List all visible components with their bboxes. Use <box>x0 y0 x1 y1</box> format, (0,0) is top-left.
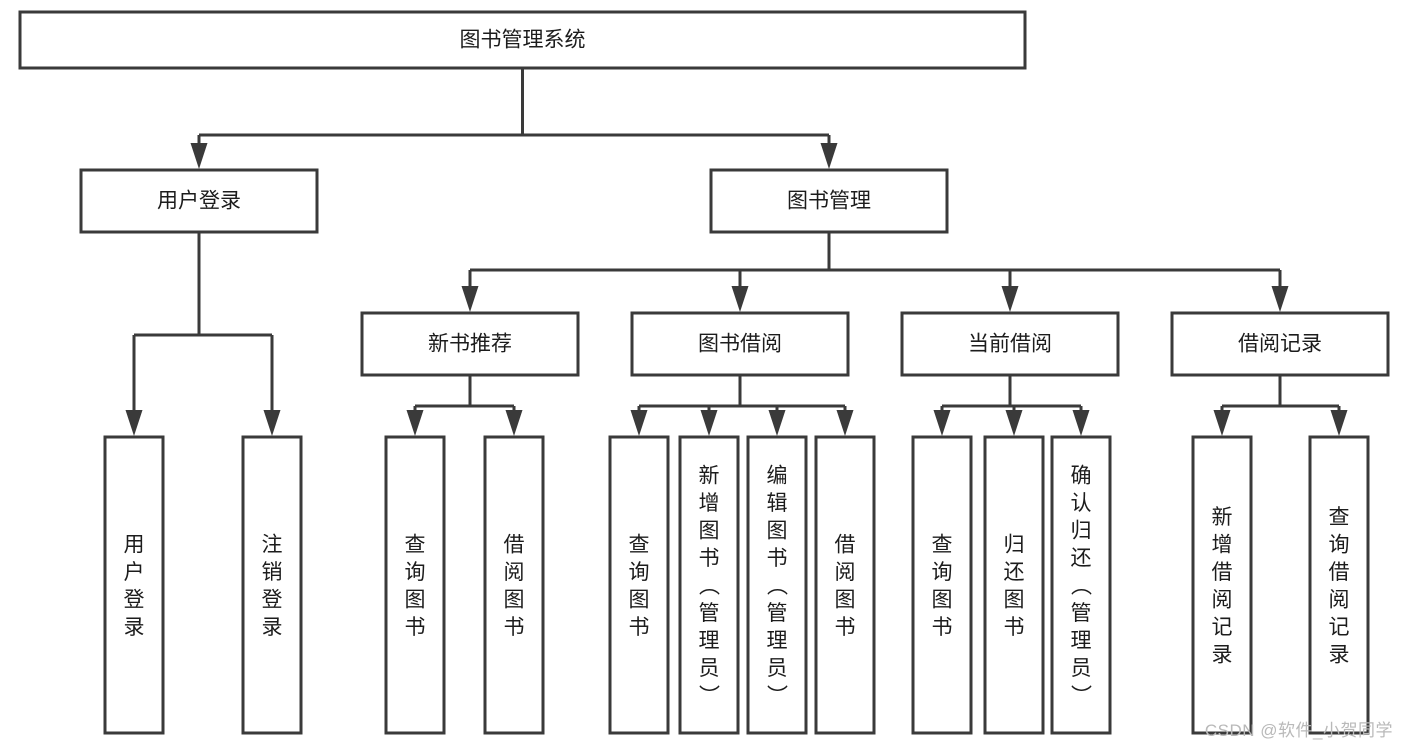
node-leaf-query-record[interactable]: 查询借阅记录 <box>1308 435 1370 735</box>
arrow-head-leaf-borrow-book-2 <box>836 410 854 436</box>
arrow-head-leaf-edit-book <box>768 410 786 436</box>
arrow-head-borrow-record <box>1271 286 1289 312</box>
node-label-leaf-borrow-book-1: 借阅图书 <box>504 533 525 639</box>
arrow-head-leaf-query-book-1 <box>406 410 424 436</box>
nodes-layer: 图书管理系统用户登录图书管理新书推荐图书借阅当前借阅借阅记录用户登录注销登录查询… <box>18 10 1390 735</box>
edge-group-current-borrow <box>933 375 1090 436</box>
node-label-leaf-user-login: 用户登录 <box>124 533 145 639</box>
node-box-root[interactable] <box>18 10 1027 70</box>
node-box-leaf-add-book[interactable] <box>678 435 740 735</box>
node-leaf-edit-book[interactable]: 编辑图书（管理员） <box>746 435 808 735</box>
node-label-leaf-query-book-2: 查询图书 <box>629 533 650 639</box>
arrow-head-leaf-add-book <box>700 410 718 436</box>
arrow-head-current-borrow <box>1001 286 1019 312</box>
node-leaf-user-logout[interactable]: 注销登录 <box>241 435 303 735</box>
arrow-head-leaf-query-book-3 <box>933 410 951 436</box>
node-box-leaf-query-book-3[interactable] <box>911 435 973 735</box>
edge-group-root <box>190 68 838 169</box>
node-box-leaf-user-logout[interactable] <box>241 435 303 735</box>
node-label-root: 图书管理系统 <box>460 29 586 52</box>
arrow-head-book-manage <box>820 143 838 169</box>
node-user-login[interactable]: 用户登录 <box>79 168 319 234</box>
node-label-book-manage: 图书管理 <box>787 190 871 213</box>
node-leaf-borrow-book-2[interactable]: 借阅图书 <box>814 435 876 735</box>
node-box-borrow-record[interactable] <box>1170 311 1390 377</box>
node-box-leaf-user-login[interactable] <box>103 435 165 735</box>
node-label-leaf-return-book: 归还图书 <box>1004 533 1025 639</box>
node-current-borrow[interactable]: 当前借阅 <box>900 311 1120 377</box>
node-root[interactable]: 图书管理系统 <box>18 10 1027 70</box>
node-box-user-login[interactable] <box>79 168 319 234</box>
node-box-leaf-query-book-1[interactable] <box>384 435 446 735</box>
node-label-book-borrow: 图书借阅 <box>698 333 782 356</box>
edge-group-user-login <box>125 232 281 436</box>
node-leaf-user-login[interactable]: 用户登录 <box>103 435 165 735</box>
node-label-leaf-confirm-return: 确认归还（管理员） <box>1071 465 1093 708</box>
node-box-book-manage[interactable] <box>709 168 949 234</box>
node-box-leaf-query-record[interactable] <box>1308 435 1370 735</box>
node-leaf-borrow-book-1[interactable]: 借阅图书 <box>483 435 545 735</box>
node-box-leaf-borrow-book-2[interactable] <box>814 435 876 735</box>
node-leaf-return-book[interactable]: 归还图书 <box>983 435 1045 735</box>
arrow-head-new-book-rec <box>461 286 479 312</box>
arrow-head-leaf-query-record <box>1330 410 1348 436</box>
node-new-book-rec[interactable]: 新书推荐 <box>360 311 580 377</box>
node-leaf-add-record[interactable]: 新增借阅记录 <box>1191 435 1253 735</box>
edges-layer <box>125 68 1348 436</box>
node-leaf-query-book-2[interactable]: 查询图书 <box>608 435 670 735</box>
arrow-head-leaf-user-login <box>125 410 143 436</box>
arrow-head-leaf-return-book <box>1005 410 1023 436</box>
node-box-leaf-add-record[interactable] <box>1191 435 1253 735</box>
node-label-leaf-add-record: 新增借阅记录 <box>1212 506 1233 667</box>
node-leaf-query-book-3[interactable]: 查询图书 <box>911 435 973 735</box>
arrow-head-leaf-add-record <box>1213 410 1231 436</box>
node-book-manage[interactable]: 图书管理 <box>709 168 949 234</box>
node-box-leaf-edit-book[interactable] <box>746 435 808 735</box>
node-box-leaf-query-book-2[interactable] <box>608 435 670 735</box>
arrow-head-leaf-user-logout <box>263 410 281 436</box>
node-box-leaf-confirm-return[interactable] <box>1050 435 1112 735</box>
node-box-leaf-return-book[interactable] <box>983 435 1045 735</box>
node-leaf-query-book-1[interactable]: 查询图书 <box>384 435 446 735</box>
arrow-head-leaf-query-book-2 <box>630 410 648 436</box>
node-book-borrow[interactable]: 图书借阅 <box>630 311 850 377</box>
edge-group-borrow-record <box>1213 375 1348 436</box>
node-leaf-confirm-return[interactable]: 确认归还（管理员） <box>1050 435 1112 735</box>
node-label-leaf-query-book-1: 查询图书 <box>405 533 426 639</box>
node-box-leaf-borrow-book-1[interactable] <box>483 435 545 735</box>
node-borrow-record[interactable]: 借阅记录 <box>1170 311 1390 377</box>
node-box-book-borrow[interactable] <box>630 311 850 377</box>
node-label-leaf-query-record: 查询借阅记录 <box>1329 506 1350 667</box>
edge-group-new-book-rec <box>406 375 523 436</box>
arrow-head-leaf-confirm-return <box>1072 410 1090 436</box>
node-box-current-borrow[interactable] <box>900 311 1120 377</box>
node-label-leaf-add-book: 新增图书（管理员） <box>699 465 721 708</box>
node-label-leaf-borrow-book-2: 借阅图书 <box>835 533 856 639</box>
node-label-user-login: 用户登录 <box>157 190 241 213</box>
edge-group-book-manage <box>461 232 1289 312</box>
node-label-leaf-user-logout: 注销登录 <box>262 533 283 639</box>
edge-group-book-borrow <box>630 375 854 436</box>
arrow-head-user-login <box>190 143 208 169</box>
node-label-leaf-edit-book: 编辑图书（管理员） <box>767 465 789 708</box>
node-leaf-add-book[interactable]: 新增图书（管理员） <box>678 435 740 735</box>
node-label-new-book-rec: 新书推荐 <box>428 333 512 356</box>
node-box-new-book-rec[interactable] <box>360 311 580 377</box>
node-label-current-borrow: 当前借阅 <box>968 333 1052 356</box>
arrow-head-book-borrow <box>731 286 749 312</box>
csdn-watermark: CSDN @软件_小贺同学 <box>1204 721 1393 740</box>
arrow-head-leaf-borrow-book-1 <box>505 410 523 436</box>
node-label-borrow-record: 借阅记录 <box>1238 333 1322 356</box>
node-label-leaf-query-book-3: 查询图书 <box>932 533 953 639</box>
